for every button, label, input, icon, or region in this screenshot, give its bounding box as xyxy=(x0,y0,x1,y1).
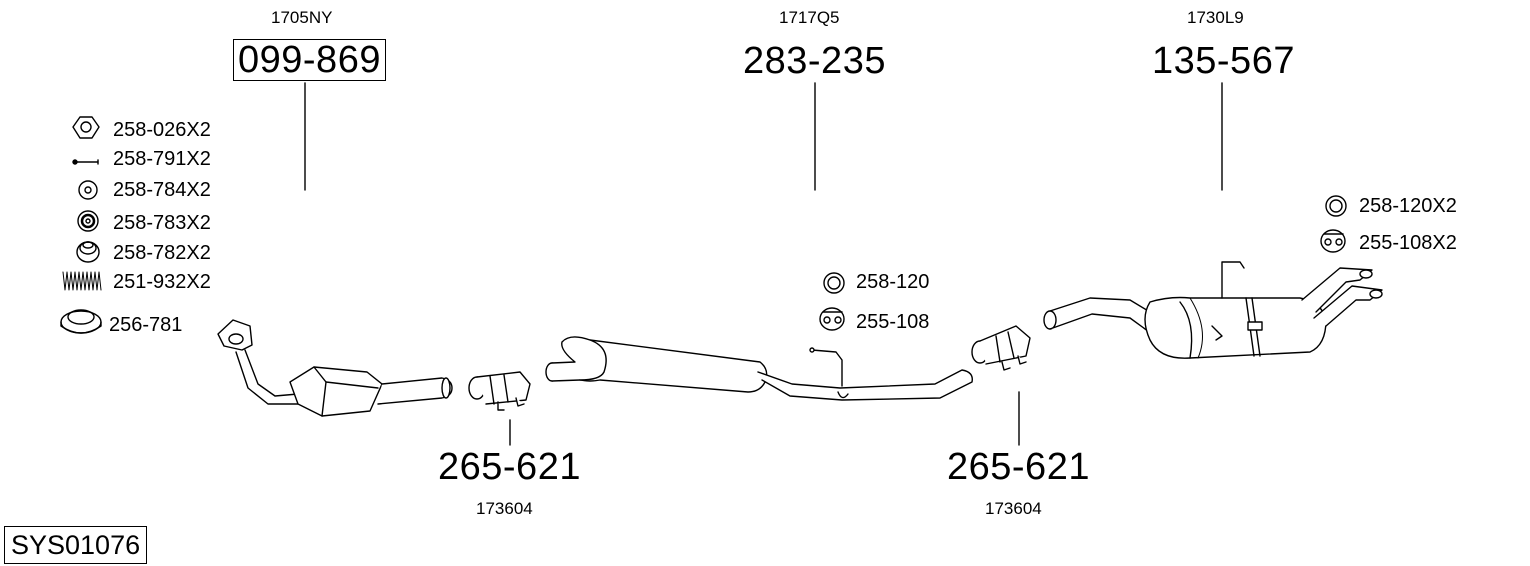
middle-silencer-ref: 1717Q5 xyxy=(779,8,840,27)
middle-silencer-part-number[interactable]: 283-235 xyxy=(743,40,886,82)
rear-hanger-ring-label[interactable]: 258-120X2 xyxy=(1359,195,1457,217)
catalyst-ref: 1705NY xyxy=(271,8,333,27)
catalytic-converter[interactable] xyxy=(217,319,453,417)
ring-icon xyxy=(1325,195,1347,217)
rear-silencer-ref: 1730L9 xyxy=(1187,8,1244,27)
rubber-mount-icon xyxy=(819,307,845,331)
clamp-rear-ref: 173604 xyxy=(985,499,1042,518)
washer-icon xyxy=(78,180,98,200)
clamp-front[interactable] xyxy=(468,371,531,411)
spring-washer-icon xyxy=(77,210,99,232)
gasket-ring-icon xyxy=(60,309,102,334)
clamp-front-ref: 173604 xyxy=(476,499,533,518)
bolt-icon xyxy=(72,159,99,165)
catalyst-part-number[interactable]: 099-869 xyxy=(233,39,386,81)
clamp-rear[interactable] xyxy=(971,325,1031,371)
hardware-label-gasket[interactable]: 256-781 xyxy=(109,314,183,336)
clamp-front-part-number[interactable]: 265-621 xyxy=(438,446,581,488)
hardware-label-washer[interactable]: 258-784X2 xyxy=(113,179,211,201)
coil-spring-icon xyxy=(62,271,102,291)
spring-stack-icon xyxy=(76,241,100,263)
rubber-mount-icon xyxy=(1320,229,1346,253)
hardware-label-spring-washer[interactable]: 258-783X2 xyxy=(113,212,211,234)
system-id-label: SYS01076 xyxy=(4,526,148,564)
middle-hanger-ring-label[interactable]: 258-120 xyxy=(856,271,930,293)
rear-hanger-mount-label[interactable]: 255-108X2 xyxy=(1359,232,1457,254)
middle-hanger-mount-label[interactable]: 255-108 xyxy=(856,311,930,333)
hardware-label-coil-spring[interactable]: 251-932X2 xyxy=(113,271,211,293)
ring-icon xyxy=(823,272,845,294)
hardware-label-bolt[interactable]: 258-791X2 xyxy=(113,148,211,170)
clamp-rear-part-number[interactable]: 265-621 xyxy=(947,446,1090,488)
middle-silencer[interactable] xyxy=(545,336,973,401)
rear-silencer[interactable] xyxy=(1043,261,1383,359)
hardware-label-spring-stack[interactable]: 258-782X2 xyxy=(113,242,211,264)
hardware-label-nut[interactable]: 258-026X2 xyxy=(113,119,211,141)
rear-silencer-part-number[interactable]: 135-567 xyxy=(1152,40,1295,82)
nut-icon xyxy=(72,116,100,139)
